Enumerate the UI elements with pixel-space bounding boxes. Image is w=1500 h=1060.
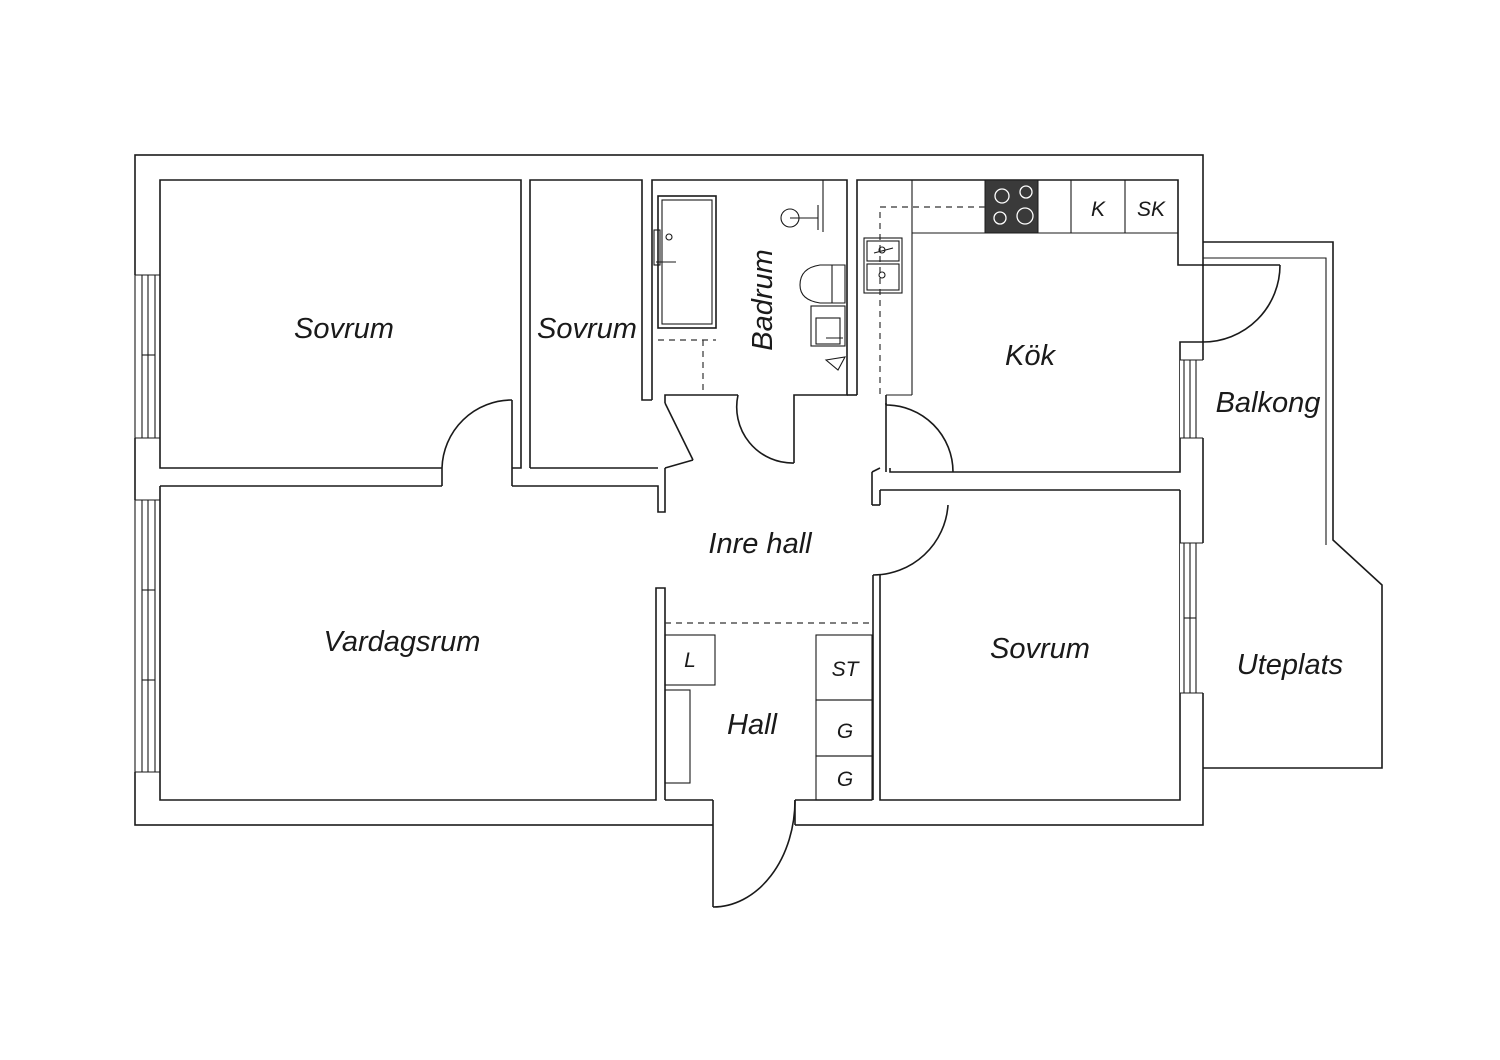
label-sovrum-3: Sovrum bbox=[990, 633, 1090, 665]
label-vardagsrum: Vardagsrum bbox=[324, 626, 481, 658]
window-left-lower bbox=[134, 499, 162, 773]
room-inre-hall bbox=[160, 467, 1180, 800]
window-kitchen bbox=[1180, 359, 1205, 439]
label-wardrobe-1: G bbox=[837, 720, 853, 743]
room-badrum bbox=[651, 179, 848, 464]
balcony-door bbox=[1198, 264, 1281, 343]
label-freezer: SK bbox=[1137, 198, 1166, 221]
label-hall: Hall bbox=[727, 709, 779, 741]
room-kok bbox=[847, 179, 1203, 473]
balcony-outline bbox=[1203, 241, 1383, 769]
outer-walls bbox=[134, 154, 1204, 826]
label-sovrum-2: Sovrum bbox=[537, 313, 637, 345]
label-uteplats: Uteplats bbox=[1237, 649, 1343, 681]
room-sovrum-1 bbox=[159, 179, 522, 486]
label-linen: L bbox=[684, 649, 696, 672]
window-left-upper bbox=[134, 274, 162, 439]
label-badrum: Badrum bbox=[747, 249, 779, 351]
label-fridge: K bbox=[1091, 198, 1106, 221]
label-sovrum-1: Sovrum bbox=[294, 313, 394, 345]
room-hall bbox=[664, 622, 873, 908]
label-wardrobe-2: G bbox=[837, 768, 853, 791]
label-storage: ST bbox=[832, 658, 861, 681]
window-bedroom-lower bbox=[1180, 542, 1205, 694]
label-inre-hall: Inre hall bbox=[708, 528, 813, 560]
label-kok: Kök bbox=[1005, 340, 1056, 372]
room-sovrum-2 bbox=[529, 179, 694, 469]
label-balkong: Balkong bbox=[1216, 387, 1321, 419]
